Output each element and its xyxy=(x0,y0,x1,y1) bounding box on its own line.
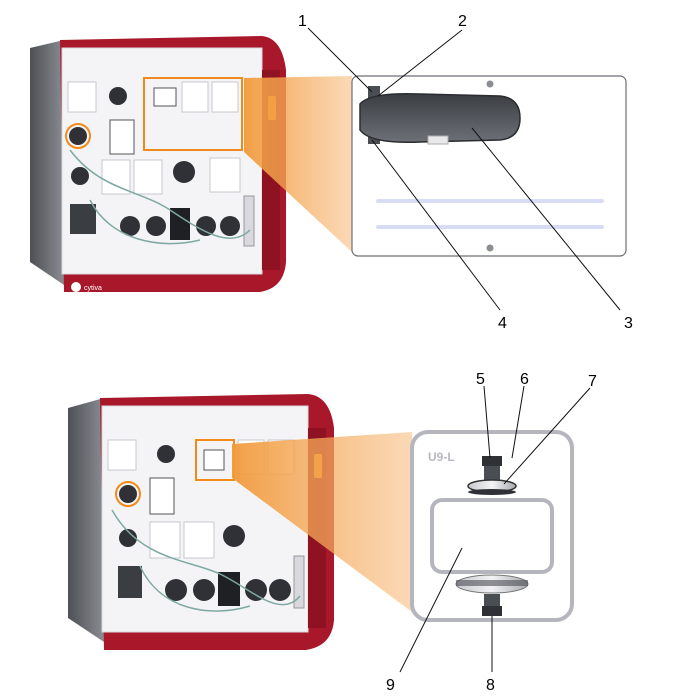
valve-icon xyxy=(157,445,175,463)
pump-head xyxy=(196,216,216,236)
valve-icon xyxy=(71,167,89,185)
tubing xyxy=(139,565,251,612)
instrument-side-panel xyxy=(68,398,104,642)
pump-head xyxy=(165,579,187,601)
valve-module-small xyxy=(153,87,177,107)
module-slot xyxy=(211,81,239,113)
column-holder xyxy=(293,555,305,609)
pump-module xyxy=(170,208,190,240)
callout-9: 9 xyxy=(386,677,395,694)
tubing xyxy=(111,509,301,606)
leader-line-5 xyxy=(483,385,491,459)
lower-disk-band xyxy=(456,580,528,586)
valve-module-small xyxy=(203,449,225,471)
leader-lines-top xyxy=(307,27,621,311)
valve-icon xyxy=(69,127,87,145)
leader-line-1 xyxy=(307,27,373,93)
top-figure: cytiva 1 2 3 4 xyxy=(30,13,633,332)
module-slot xyxy=(183,521,215,559)
zoom-beam-top xyxy=(244,76,352,252)
mounting-screw xyxy=(486,244,494,252)
leader-line-6 xyxy=(511,385,525,459)
callout-7: 7 xyxy=(588,373,597,390)
top-connector-nut xyxy=(482,456,502,466)
pump-head xyxy=(120,216,140,236)
module-slot xyxy=(101,159,131,195)
module-slot xyxy=(67,81,97,113)
module-slot xyxy=(107,439,137,471)
instrument-side-panel xyxy=(30,40,64,285)
leader-line-4 xyxy=(371,139,501,311)
pump-head xyxy=(146,216,166,236)
column-holder xyxy=(243,195,255,247)
highlight-ring xyxy=(115,481,141,507)
module-slot xyxy=(149,521,181,559)
magnified-panel-top xyxy=(351,75,627,257)
valve-icon xyxy=(119,529,137,547)
module-slot xyxy=(181,81,209,113)
top-connector-body xyxy=(484,466,500,480)
magnified-valve: U9-L xyxy=(410,430,574,622)
valve-icon xyxy=(109,87,127,105)
callout-5: 5 xyxy=(476,371,485,388)
brand-logo-text: cytiva xyxy=(124,658,142,665)
valve-label: U9-L xyxy=(428,450,455,464)
module-slot xyxy=(133,159,163,195)
callout-3: 3 xyxy=(624,315,633,332)
module-slot xyxy=(209,157,241,193)
instrument-unit-top: cytiva xyxy=(30,36,286,292)
leader-line-7 xyxy=(503,387,591,485)
zoom-beam-bottom xyxy=(232,432,412,612)
highlight-box-top xyxy=(143,77,243,151)
pump-head xyxy=(245,579,267,601)
brand-logo-text: cytiva xyxy=(84,285,102,292)
callout-2: 2 xyxy=(458,13,467,30)
pump-head xyxy=(220,216,240,236)
bottom-figure: cytiva U9-L 5 6 xyxy=(68,371,597,694)
mixer-module xyxy=(149,477,175,515)
tubing xyxy=(89,199,201,245)
bottom-connector-body xyxy=(484,594,500,608)
brand-logo-mark xyxy=(111,655,121,665)
valve-icon xyxy=(223,525,245,547)
bottom-connector-nut xyxy=(482,606,502,616)
chamber-clip xyxy=(427,135,449,145)
mounting-screw xyxy=(486,80,494,88)
pump-module xyxy=(70,204,96,234)
pump-head xyxy=(269,579,291,601)
brand-logo-mark xyxy=(71,282,81,292)
pump-head xyxy=(193,579,215,601)
valve-icon xyxy=(173,161,195,183)
callout-1: 1 xyxy=(298,13,307,30)
highlight-ring xyxy=(65,123,91,149)
upper-o-ring xyxy=(468,489,516,495)
flow-cell-chamber xyxy=(359,92,521,143)
leader-lines-bottom xyxy=(399,385,591,673)
leader-line-9 xyxy=(399,547,463,673)
pump-module xyxy=(218,572,240,606)
mixer-module xyxy=(109,119,135,155)
pump-module xyxy=(118,566,142,598)
callout-4: 4 xyxy=(498,315,507,332)
leader-line-3 xyxy=(471,127,621,311)
leader-line-2 xyxy=(377,29,463,97)
tubing xyxy=(69,149,251,239)
valve-window xyxy=(430,498,554,574)
callout-8: 8 xyxy=(486,677,495,694)
callout-6: 6 xyxy=(520,371,529,388)
valve-icon xyxy=(119,485,137,503)
instrument-unit-bottom: cytiva xyxy=(68,394,334,665)
